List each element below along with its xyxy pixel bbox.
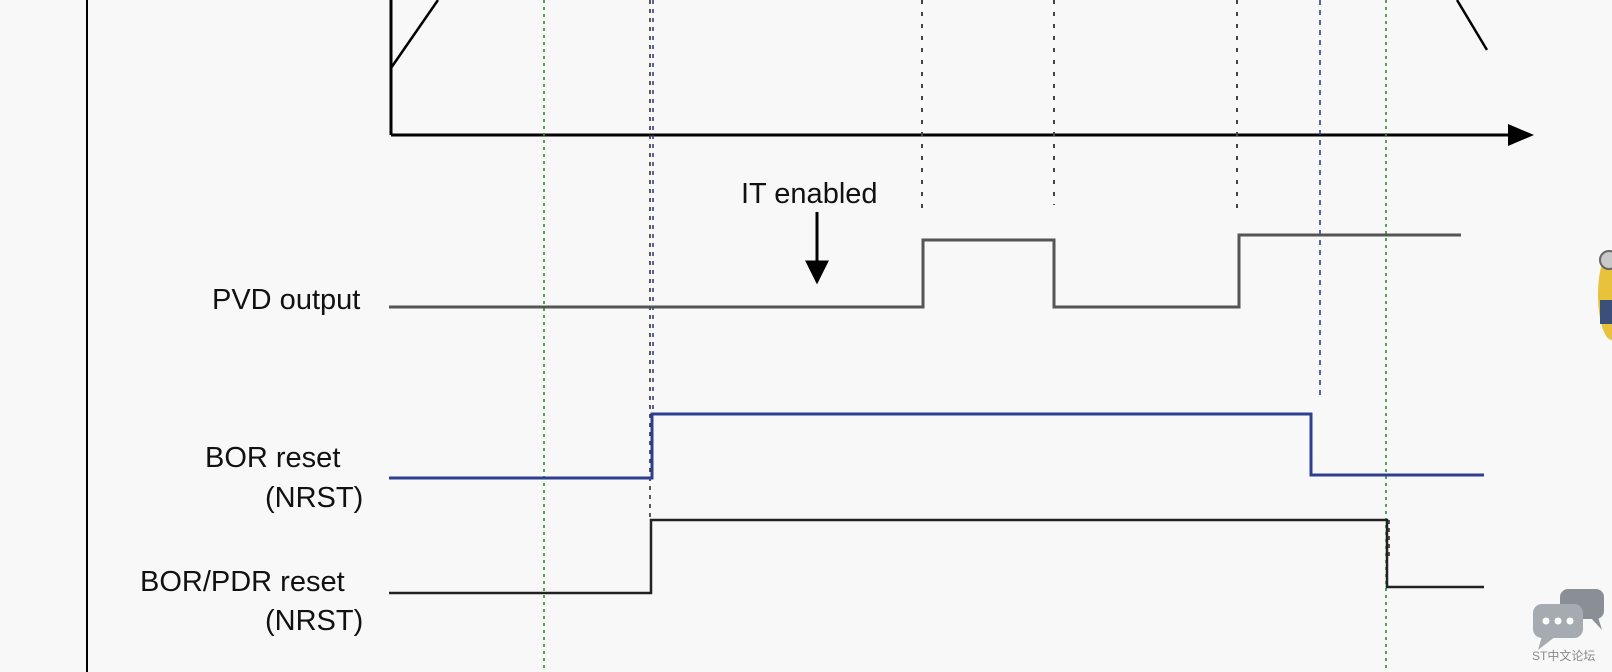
signal-label-bor-pdr-reset: BOR/PDR reset: [140, 566, 345, 598]
it-enabled-label: IT enabled: [741, 178, 878, 210]
time-axis-arrowhead: [1508, 124, 1534, 146]
chat-bubbles-icon: [1533, 589, 1604, 650]
mascot-icon: [1598, 250, 1612, 340]
signal-label-pvd-output: PVD output: [212, 284, 361, 316]
pvd-output-trace: [389, 233, 1461, 309]
voltage-curve-rise: [389, 0, 440, 69]
signal-label-bor-reset-sub: (NRST): [265, 482, 364, 514]
watermark-text: ST中文论坛: [1532, 649, 1596, 663]
bor-reset-trace: [389, 412, 1484, 480]
signal-label-bor-pdr-reset-sub: (NRST): [265, 605, 364, 637]
voltage-curve-fall: [1455, 0, 1489, 51]
bor-pdr-reset-trace: [389, 518, 1484, 595]
signal-label-bor-reset: BOR reset: [205, 442, 341, 474]
